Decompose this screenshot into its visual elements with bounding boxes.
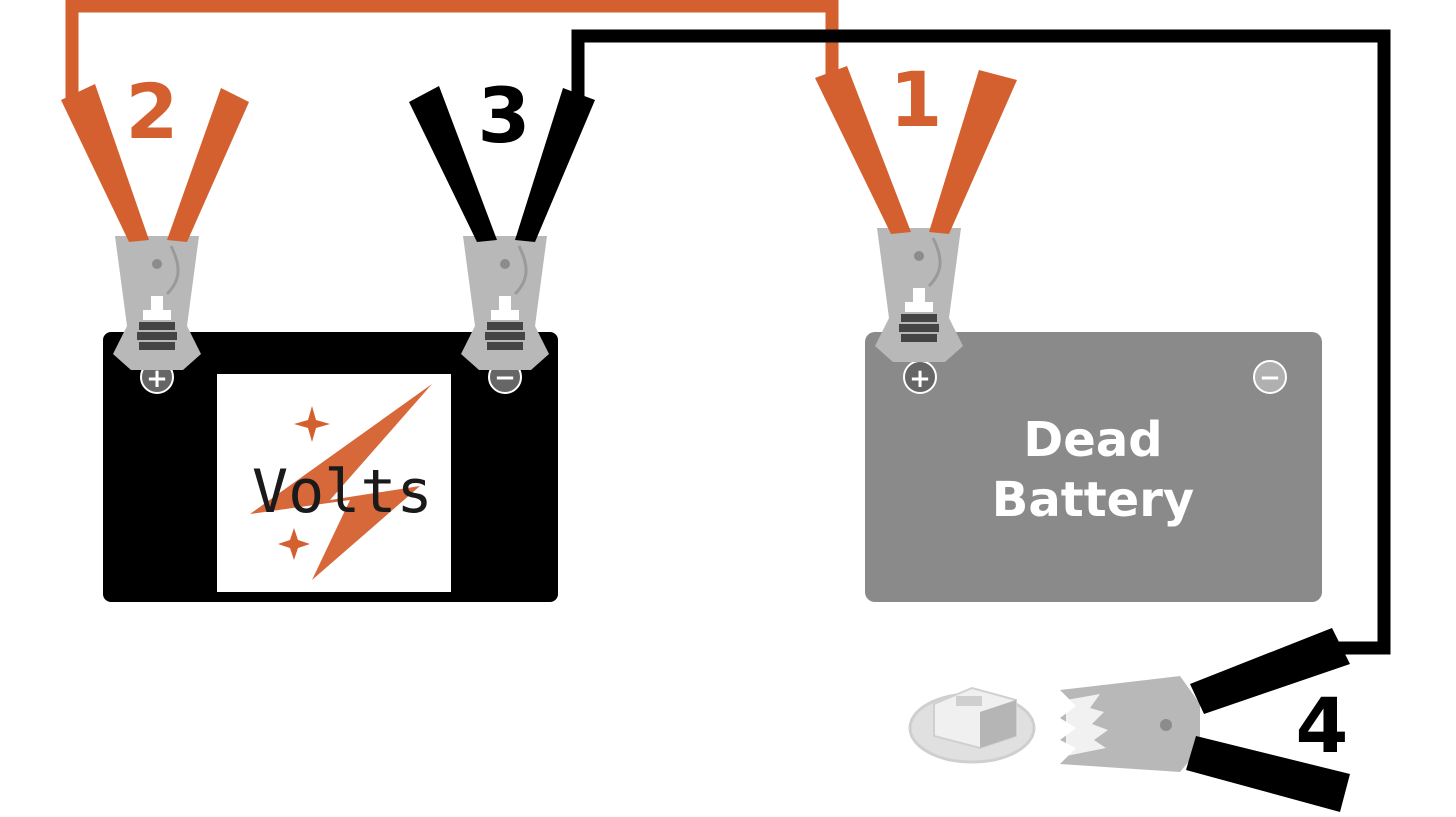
negative-sign: − [494, 363, 516, 393]
clamp-4-handle-bottom [1186, 736, 1350, 812]
negative-cable [571, 29, 1391, 655]
dead-battery-negative-terminal: − [1253, 360, 1287, 394]
step-number-1: 1 [890, 55, 943, 144]
positive-cable [65, 0, 839, 100]
positive-sign: + [146, 364, 168, 394]
step-number-2: 2 [126, 67, 179, 156]
clamp-3-handle-right [515, 88, 595, 242]
step-number-3: 3 [478, 71, 531, 160]
hex-bolt-icon [908, 686, 1036, 764]
battery-logo-text: Volts [252, 457, 433, 527]
step-number-4: 4 [1296, 681, 1349, 770]
dead-battery: Dead Battery + − [865, 332, 1322, 602]
dead-battery-body [865, 332, 1322, 602]
clamp-1-handle-left [815, 66, 911, 234]
good-battery: Volts + − [103, 332, 558, 602]
clamp-1-handle-right [929, 70, 1017, 234]
clamp-4 [1060, 628, 1350, 812]
dead-battery-label-line2: Battery [992, 472, 1194, 528]
dead-battery-positive-terminal: + [903, 360, 937, 394]
clamp-2-handle-left [61, 84, 149, 242]
dead-positive-sign: + [909, 364, 931, 394]
clamp-2 [61, 84, 249, 372]
clamp-4-handle-top [1190, 628, 1350, 714]
clamp-3 [409, 86, 595, 372]
lightning-bolt-icon [250, 384, 432, 580]
clamp-2-handle-right [167, 88, 249, 242]
clamp-3-handle-left [409, 86, 497, 242]
dead-battery-label-line1: Dead [1023, 412, 1162, 468]
dead-negative-sign: − [1259, 363, 1281, 393]
clamp-1 [815, 66, 1017, 364]
